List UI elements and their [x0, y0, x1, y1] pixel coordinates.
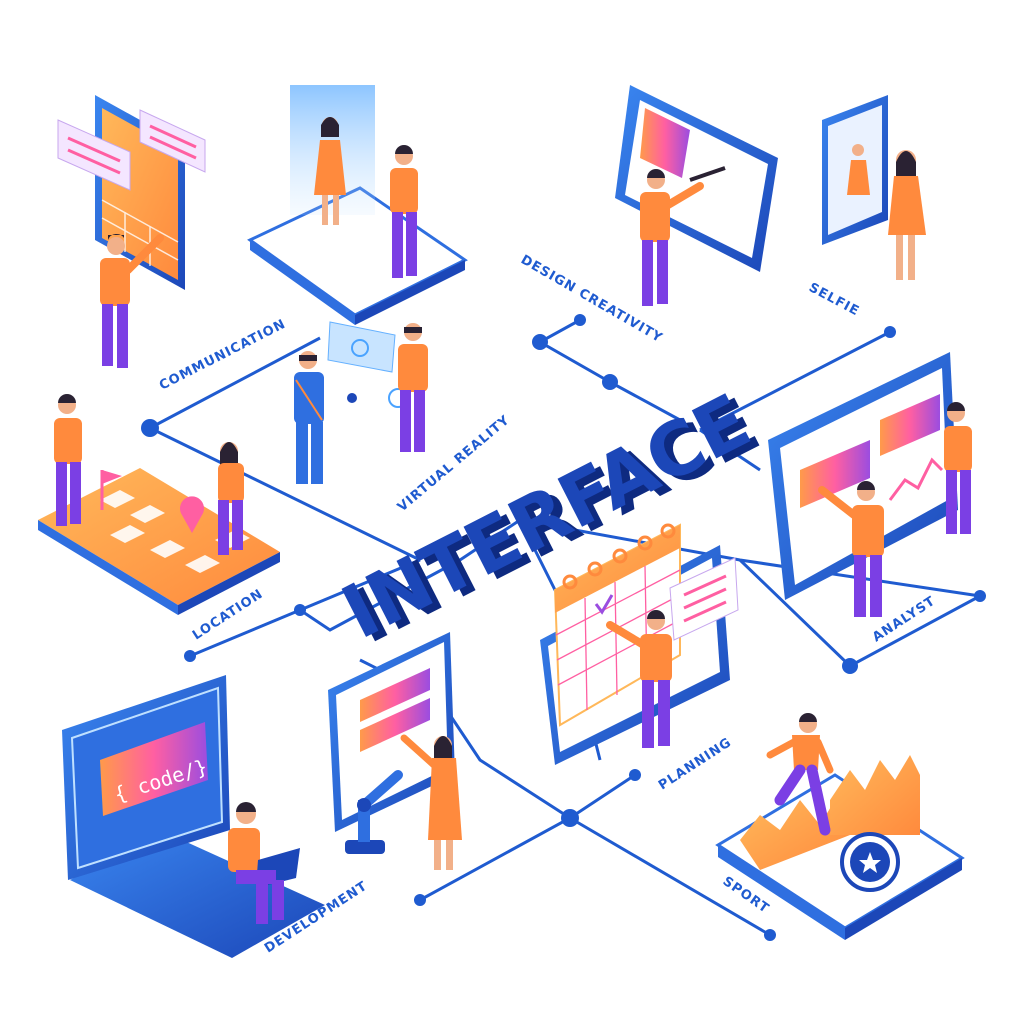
development-scene: { code/}: [62, 675, 325, 958]
selfie-phone-preview: [847, 144, 870, 195]
person-analyst-front: [818, 481, 884, 617]
person-hologram-viewer: [390, 145, 418, 278]
sport-badge: [840, 832, 900, 892]
code-panel: [100, 722, 208, 816]
calendar-grid: [555, 565, 681, 711]
person-vr-suit: [294, 351, 357, 484]
label-selfie: SELFIE: [806, 280, 862, 319]
hologram-scene: [247, 85, 468, 325]
communication-scene: [57, 95, 206, 368]
chat-bubble-right: [139, 109, 206, 173]
star-icon: [859, 852, 881, 873]
robot-arm-scene: [328, 632, 462, 870]
connector-nodes: [141, 314, 986, 941]
analyst-line-chart: [888, 457, 944, 501]
laptop-base: [70, 830, 325, 958]
hologram-platform-side: [250, 240, 355, 325]
robot-arm-icon: [345, 770, 403, 854]
person-planner: [606, 610, 672, 748]
vr-hologram-panel: [327, 321, 396, 373]
person-analyst-side: [944, 402, 972, 534]
calendar-check-icon: [594, 594, 614, 615]
analyst-chart-left: [800, 440, 870, 508]
person-presenter-woman: [400, 734, 462, 870]
sport-mountains: [740, 800, 850, 870]
location-scene: [38, 394, 280, 615]
selfie-scene: [822, 95, 926, 280]
person-designer: [640, 169, 704, 306]
person-vr-user: [398, 323, 428, 452]
analyst-scene: [768, 352, 972, 617]
map-flag-icon: [102, 470, 122, 484]
map-pin-icon: [180, 496, 204, 533]
hologram-woman: [314, 117, 346, 225]
calendar-rings: [562, 523, 676, 590]
label-communication: COMMUNICATION: [157, 317, 289, 394]
person-selfie: [888, 150, 926, 280]
person-communication: [100, 233, 164, 368]
person-developer: [228, 802, 300, 924]
sport-scene: [715, 713, 965, 940]
chat-bubble-left: [57, 119, 131, 191]
planning-scene: [540, 523, 739, 765]
map-tile-top: [38, 468, 280, 605]
drawing-board-art: [640, 108, 690, 178]
design-creativity-scene: [615, 85, 778, 306]
analyst-chart-right: [880, 394, 940, 456]
person-runner: [766, 713, 834, 836]
virtual-reality-scene: [294, 321, 428, 484]
person-location-woman: [218, 442, 244, 555]
sport-graph: [830, 755, 920, 835]
person-location-thinker: [54, 394, 82, 526]
